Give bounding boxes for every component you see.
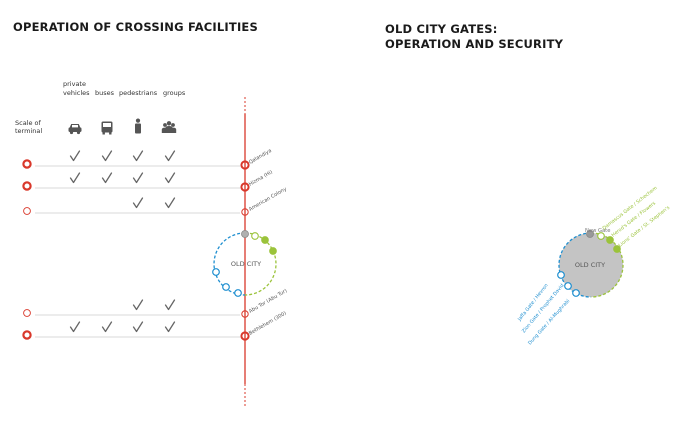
left-city-label: OLD CITY — [231, 260, 261, 268]
right-gate-zion — [564, 282, 572, 290]
gate-label-new: New Gate — [585, 228, 610, 234]
left-old-city: OLD CITY — [212, 230, 277, 297]
terminal-scale-marker — [23, 207, 31, 215]
check-icon — [101, 172, 113, 184]
right-gate-jaffa — [557, 271, 565, 279]
column-header-buses: buses — [95, 89, 115, 97]
crossing-label: Qalandiya — [248, 148, 273, 166]
check-icon — [69, 150, 81, 162]
right-old-city: OLD CITY New Gate Damascus Gate / Schech… — [516, 185, 671, 346]
crossing-row-abu-tor-abu-tur: Abu Tor (Abu Tur) — [23, 288, 288, 318]
crossing-row-hizma-hi: Hizma (Hi) — [22, 169, 274, 192]
crossing-label: American Colony — [248, 186, 288, 212]
check-icon — [132, 150, 144, 162]
column-header-groups: groups — [163, 89, 186, 97]
check-icon — [164, 150, 176, 162]
check-icon — [101, 321, 113, 333]
right-gate-dung — [572, 289, 580, 297]
right-panel-title-line-1: OLD CITY GATES: — [385, 22, 498, 36]
left-gate-blue-2 — [222, 283, 230, 291]
crossing-row-qalandiya: Qalandiya — [22, 148, 273, 170]
column-icons — [68, 118, 177, 135]
right-city-disc — [559, 233, 623, 297]
check-icon — [132, 197, 144, 209]
column-headers: private vehicles buses pedestrians group… — [63, 80, 186, 97]
right-city-label: OLD CITY — [575, 261, 605, 269]
right-gate-new — [586, 230, 594, 238]
left-panel-title: OPERATION OF CROSSING FACILITIES — [13, 20, 258, 34]
left-gate-new — [241, 230, 249, 238]
terminal-scale-marker — [22, 330, 32, 340]
crossing-label: Bethlehem (300) — [248, 310, 288, 336]
scale-label-line-2: terminal — [15, 127, 42, 135]
check-icon — [69, 172, 81, 184]
column-header-private-line-2: vehicles — [63, 89, 90, 97]
crossing-row-american-colony: American Colony — [23, 186, 288, 216]
check-icon — [132, 172, 144, 184]
check-icon — [164, 197, 176, 209]
terminal-scale-marker — [23, 309, 31, 317]
crossing-label: Hizma (Hi) — [248, 169, 274, 187]
check-icon — [132, 299, 144, 311]
right-panel-title-line-2: OPERATION AND SECURITY — [385, 37, 564, 51]
car-icon — [68, 124, 82, 135]
check-icon — [164, 172, 176, 184]
terminal-scale-marker — [22, 159, 32, 169]
check-icon — [164, 299, 176, 311]
check-icon — [132, 321, 144, 333]
check-icon — [164, 321, 176, 333]
terminal-scale-marker — [22, 181, 32, 191]
pedestrian-icon — [135, 118, 141, 134]
left-gate-blue-1 — [212, 268, 220, 276]
scale-of-terminal-label: Scale of terminal — [15, 119, 42, 135]
right-city-green-arc — [590, 232, 624, 298]
column-header-private-line-1: private — [63, 80, 86, 88]
left-gate-green-3 — [269, 247, 277, 255]
group-icon — [161, 121, 177, 133]
column-header-pedestrians: pedestrians — [119, 89, 158, 97]
right-gate-damascus — [597, 232, 605, 240]
bus-icon — [101, 121, 113, 135]
left-gate-green-1 — [251, 232, 259, 240]
check-icon — [101, 150, 113, 162]
right-gate-herods — [606, 236, 614, 244]
left-gate-blue-3 — [234, 289, 242, 297]
scale-label-line-1: Scale of — [15, 119, 42, 127]
left-gate-green-2 — [261, 236, 269, 244]
check-icon — [69, 321, 81, 333]
right-gate-lions — [613, 245, 621, 253]
